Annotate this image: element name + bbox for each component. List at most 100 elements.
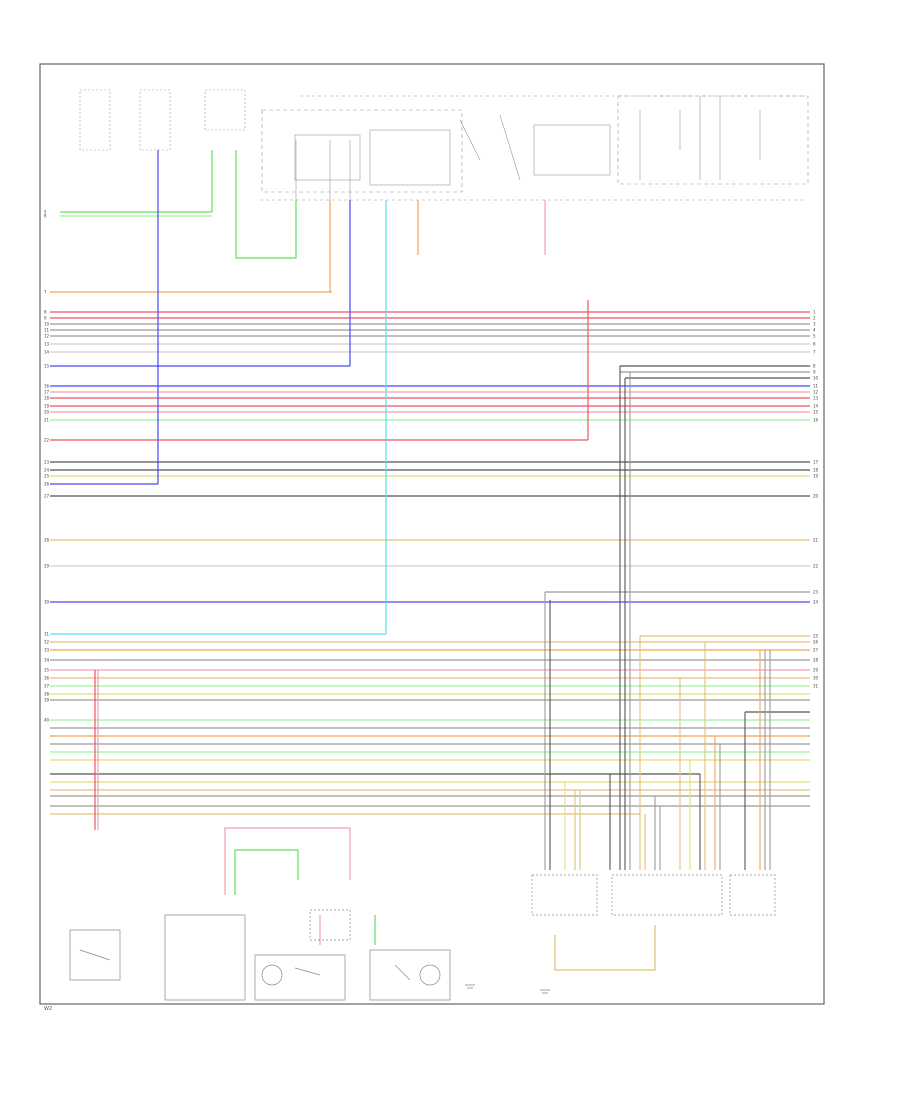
pin-number-left: 9 — [44, 316, 47, 321]
pin-number-right: 25 — [813, 634, 819, 639]
bottom-wire-pink — [224, 827, 351, 895]
pin-number-right: 26 — [813, 640, 819, 645]
pin-number-left: 31 — [44, 632, 50, 637]
pin-number-right: 23 — [813, 590, 819, 595]
pin-number-left: 6 — [44, 214, 47, 219]
switch-connector-3 — [204, 89, 246, 131]
bottom-connector-row-1 — [531, 874, 598, 916]
pin-number-right: 28 — [813, 658, 819, 663]
pin-number-left: 29 — [44, 564, 50, 569]
top-component-group — [260, 95, 809, 201]
pin-number-right: 5 — [813, 334, 816, 339]
switch-connector-2 — [139, 89, 171, 151]
pin-number-left: 37 — [44, 684, 50, 689]
pin-number-right: 13 — [813, 396, 819, 401]
pin-number-left: 12 — [44, 334, 50, 339]
top-left-connectors — [79, 89, 246, 151]
pin-number-left: 33 — [44, 648, 50, 653]
pin-number-left: 20 — [44, 410, 50, 415]
pin-number-left: 39 — [44, 698, 50, 703]
pin-number-left: 19 — [44, 404, 50, 409]
pin-number-right: 10 — [813, 376, 819, 381]
pin-number-right: 19 — [813, 474, 819, 479]
wire-group — [50, 150, 810, 971]
bottom-connector-box — [309, 909, 351, 941]
bottom-components — [69, 874, 776, 1001]
pin-number-left: 40 — [44, 718, 50, 723]
bottom-component-3-motor — [261, 964, 283, 986]
pin-number-right: 20 — [813, 494, 819, 499]
pin-number-right: 29 — [813, 668, 819, 673]
bottom-wire-tan — [554, 925, 656, 971]
pin-number-left: 16 — [44, 384, 50, 389]
pin-number-right: 9 — [813, 370, 816, 375]
bottom-component-1 — [69, 929, 121, 981]
pin-number-right: 11 — [813, 384, 819, 389]
diagram-frame — [39, 63, 825, 1005]
pin-number-right: 17 — [813, 460, 819, 465]
bottom-component-2 — [164, 914, 246, 1001]
ground-symbols — [465, 984, 550, 994]
bottom-wire-green — [234, 849, 299, 895]
figure-reference: W2 — [44, 1006, 53, 1012]
switch-connector-1 — [79, 89, 111, 151]
pin-number-left: 17 — [44, 390, 50, 395]
pin-number-left: 18 — [44, 396, 50, 401]
pin-number-left: 30 — [44, 600, 50, 605]
pin-number-right: 18 — [813, 468, 819, 473]
pin-number-left: 36 — [44, 676, 50, 681]
pin-number-right: 14 — [813, 404, 819, 409]
pin-number-left: 13 — [44, 342, 50, 347]
bottom-component-4 — [369, 949, 451, 1001]
pin-number-left: 22 — [44, 438, 50, 443]
bottom-connector-row-2 — [611, 874, 723, 916]
pin-number-right: 8 — [813, 364, 816, 369]
pin-number-left: 38 — [44, 692, 50, 697]
relay-module-left — [294, 134, 361, 181]
bottom-connector-row-3 — [729, 874, 776, 916]
bottom-component-4-motor — [419, 964, 441, 986]
pin-number-left: 21 — [44, 418, 50, 423]
pin-number-right: 22 — [813, 564, 819, 569]
pin-number-right: 7 — [813, 350, 816, 355]
pin-number-right: 2 — [813, 316, 816, 321]
pin-number-left: 32 — [44, 640, 50, 645]
relay-module-right — [533, 124, 611, 176]
pin-number-left: 7 — [44, 290, 47, 295]
pin-number-left: 34 — [44, 658, 50, 663]
bottom-component-3 — [254, 954, 346, 1001]
feed-wire-green-2 — [235, 150, 297, 259]
pin-number-left: 10 — [44, 322, 50, 327]
pin-number-right: 21 — [813, 538, 819, 543]
pin-number-right: 3 — [813, 322, 816, 327]
pin-number-right: 31 — [813, 684, 819, 689]
pin-number-right: 15 — [813, 410, 819, 415]
pin-number-left: 11 — [44, 328, 50, 333]
pin-number-right: 16 — [813, 418, 819, 423]
pin-number-right: 24 — [813, 600, 819, 605]
junction-block — [617, 95, 809, 185]
pin-number-left: 25 — [44, 474, 50, 479]
relay-module-mid — [369, 129, 451, 186]
right-pin-numbers: 1234567891011121314151617181920212223242… — [813, 310, 819, 689]
pin-number-right: 12 — [813, 390, 819, 395]
pin-number-left: 24 — [44, 468, 50, 473]
pin-number-left: 5 — [44, 210, 47, 215]
engine-room-fuse-box — [261, 109, 463, 193]
pin-number-right: 27 — [813, 648, 819, 653]
pin-number-left: 35 — [44, 668, 50, 673]
pin-number-left: 26 — [44, 482, 50, 487]
pin-number-right: 1 — [813, 310, 816, 315]
pin-number-right: 6 — [813, 342, 816, 347]
pin-number-left: 14 — [44, 350, 50, 355]
pin-number-right: 4 — [813, 328, 816, 333]
pin-number-left: 8 — [44, 310, 47, 315]
pin-number-left: 28 — [44, 538, 50, 543]
pin-number-left: 15 — [44, 364, 50, 369]
pin-number-left: 27 — [44, 494, 50, 499]
pin-number-left: 23 — [44, 460, 50, 465]
pin-number-right: 30 — [813, 676, 819, 681]
